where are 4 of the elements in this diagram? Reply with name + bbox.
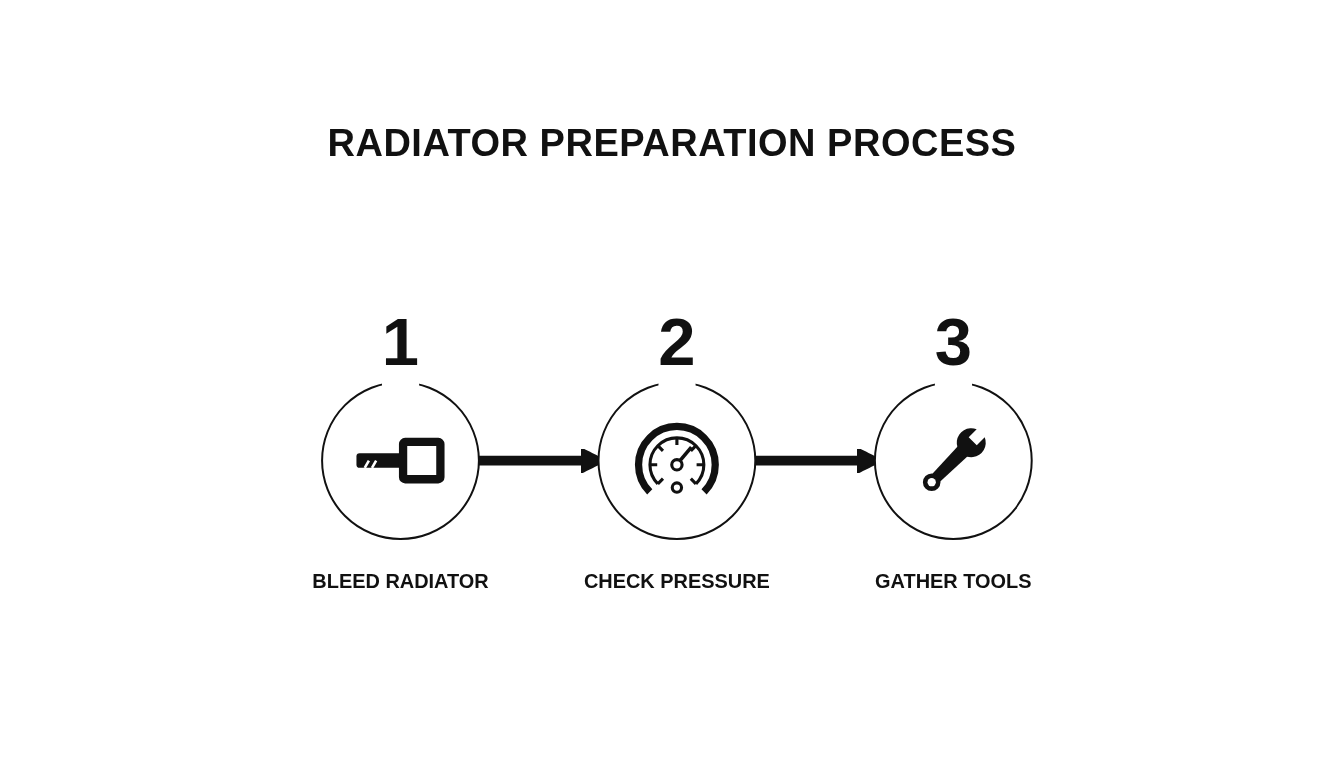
step-caption: BLEED RADIATOR [312, 570, 489, 593]
step-caption: GATHER TOOLS [875, 570, 1032, 593]
diagram-title: RADIATOR PREPARATION PROCESS [327, 122, 1017, 166]
step-caption: CHECK PRESSURE [583, 570, 770, 593]
